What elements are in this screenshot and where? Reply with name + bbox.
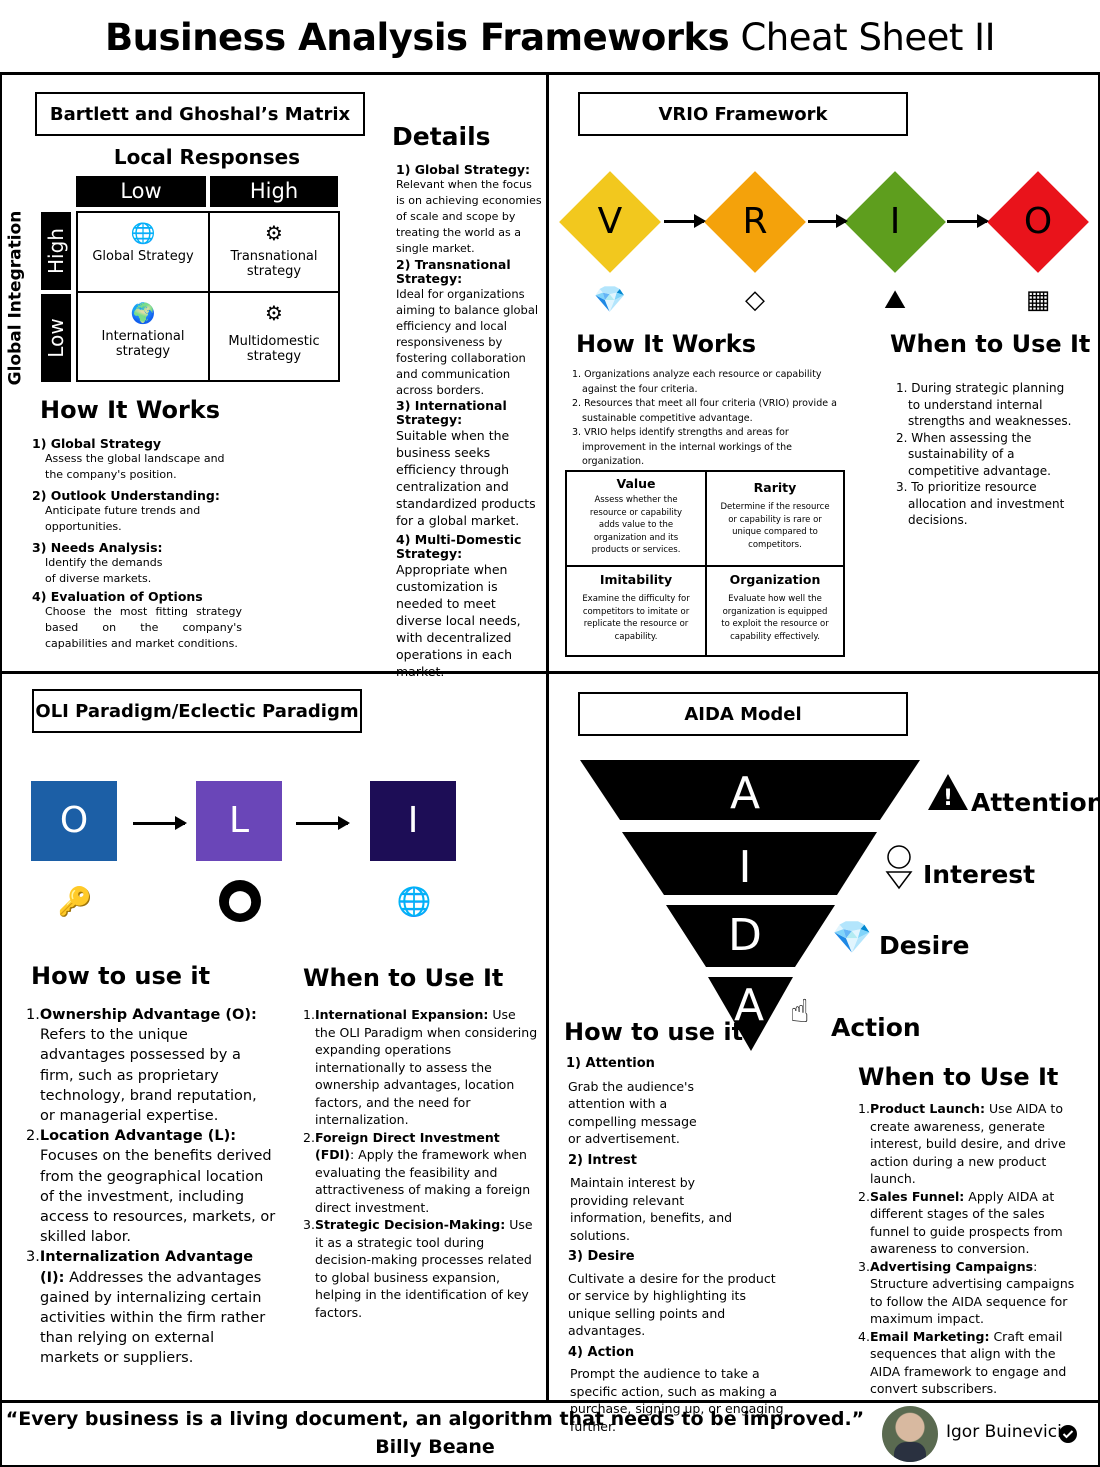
aida-label-action: Action (831, 1013, 921, 1042)
aida-letter-d: D (728, 910, 762, 961)
col-high-header: High (210, 176, 338, 207)
earth-icon: 🌍 (130, 301, 156, 325)
aida-how-list: 1) Attention Grab the audience's attenti… (566, 1056, 784, 1434)
oli-arrow-0 (133, 816, 187, 830)
vrio-letter-2: I (889, 201, 901, 242)
vertical-divider (546, 75, 549, 1400)
vrio-letter-0: V (597, 201, 623, 242)
funnel-interest (622, 832, 877, 895)
bartlett-title: Bartlett and Ghoshal’s Matrix (35, 92, 365, 136)
details-list: 1) Global Strategy: Relevant when the fo… (396, 162, 542, 679)
footer-quote: “Every business is a living document, an… (5, 1408, 865, 1430)
vrio-arrow-0 (664, 214, 706, 228)
climber-icon: ⛰ (884, 284, 906, 315)
aida-when-title: When to Use It (858, 1063, 1059, 1091)
oli-arrow-1 (296, 816, 350, 830)
touch-icon: ☝ (790, 992, 810, 1030)
vrio-how-title: How It Works (576, 330, 757, 358)
aida-funnel (580, 760, 920, 1051)
oli-box-i: I (370, 781, 456, 861)
horizontal-divider (0, 671, 1100, 674)
vrio-organization-cell: Organization Evaluate how well the organ… (721, 572, 829, 642)
oli-title: OLI Paradigm/Eclectic Paradigm (32, 689, 362, 733)
hand-diamond-icon: 💎 (832, 918, 872, 956)
location-pin-icon: ⬤ (219, 880, 261, 922)
funnel-desire (666, 905, 835, 967)
bartlett-how-title: How It Works (40, 396, 221, 424)
network-box-icon: ⚙ (265, 301, 283, 325)
oli-when-list: 1.International Expansion: Use the OLI P… (303, 1007, 538, 1320)
organization-icon: ▦ (1025, 285, 1051, 315)
bartlett-how-list: 1) Global Strategy Assess the global lan… (32, 436, 242, 650)
hand-key-icon: 🔑 (57, 884, 93, 918)
page-title: Business Analysis Frameworks Cheat Sheet… (0, 0, 1100, 75)
vrio-rarity-cell: Rarity Determine if the resource or capa… (720, 480, 830, 550)
col-low-header: Low (76, 176, 206, 207)
row-low-header: Low (41, 294, 71, 382)
aida-label-desire: Desire (879, 931, 970, 960)
oli-box-l: L (196, 781, 282, 861)
vrio-when-list: 1. During strategic planning to understa… (896, 381, 1072, 527)
globe-icon: 🌐 (396, 884, 432, 918)
interest-icon (885, 845, 913, 890)
title-bold: Business Analysis Frameworks (104, 16, 730, 59)
footer-divider (0, 1400, 1100, 1403)
quadrant-international: 🌍 International strategy (82, 301, 204, 379)
quadrant-transnational: ⚙ Transnational strategy (210, 221, 338, 291)
network-people-icon: ⚙ (265, 221, 283, 245)
oli-box-o: O (31, 781, 117, 861)
hand-diamond-icon: 💎 (593, 285, 627, 315)
vrio-arrow-2 (947, 214, 989, 228)
quadrant-multidomestic: ⚙ Multidomestic strategy (218, 301, 330, 379)
svg-text:!: ! (943, 786, 953, 811)
avatar (882, 1406, 938, 1462)
aida-letter-a2: A (733, 980, 765, 1031)
details-title: Details (392, 122, 491, 151)
oli-how-title: How to use it (31, 962, 211, 990)
vrio-arrow-1 (808, 214, 848, 228)
footer-name: Igor Buinevici (946, 1422, 1062, 1442)
oli-when-title: When to Use It (303, 964, 504, 992)
vrio-when-title: When to Use It (890, 330, 1091, 358)
verified-check-icon (1059, 1425, 1077, 1443)
funnel-attention (580, 760, 920, 820)
aida-letter-a1: A (729, 768, 761, 819)
vrio-letter-3: O (1023, 201, 1053, 242)
vrio-title: VRIO Framework (578, 92, 908, 136)
aida-when-list: 1.Product Launch: Use AIDA to create awa… (858, 1101, 1075, 1396)
diamond-icon: ◇ (745, 285, 765, 315)
footer-author: Billy Beane (375, 1436, 495, 1458)
vrio-letter-1: R (742, 201, 768, 242)
aida-title: AIDA Model (578, 692, 908, 736)
vrio-imitability-cell: Imitability Examine the difficulty for c… (582, 572, 690, 642)
vrio-value-cell: Value Assess whether the resource or cap… (589, 476, 683, 555)
global-integration-label: Global Integration (5, 210, 26, 386)
aida-label-interest: Interest (923, 860, 1036, 889)
funnel-action (708, 977, 793, 1051)
globe-network-icon: 🌐 (130, 221, 156, 245)
bartlett-matrix: 🌐 Global Strategy ⚙ Transnational strate… (76, 211, 340, 382)
aida-letter-i: I (738, 842, 752, 893)
title-regular: Cheat Sheet II (740, 16, 996, 59)
oli-how-list: 1.Ownership Advantage (O): Refers to the… (26, 1007, 276, 1367)
page-border (0, 75, 1100, 1467)
aida-label-attention: Attention (971, 788, 1100, 817)
vrio-how-list: 1. Organizations analyze each resource o… (572, 369, 837, 467)
vrio-grid: Value Assess whether the resource or cap… (565, 470, 845, 657)
aida-how-title: How to use it (564, 1018, 744, 1046)
quadrant-global: 🌐 Global Strategy (78, 221, 208, 291)
row-high-header: High (41, 212, 71, 290)
local-responses-label: Local Responses (113, 145, 301, 169)
warning-icon: ! (928, 774, 968, 811)
